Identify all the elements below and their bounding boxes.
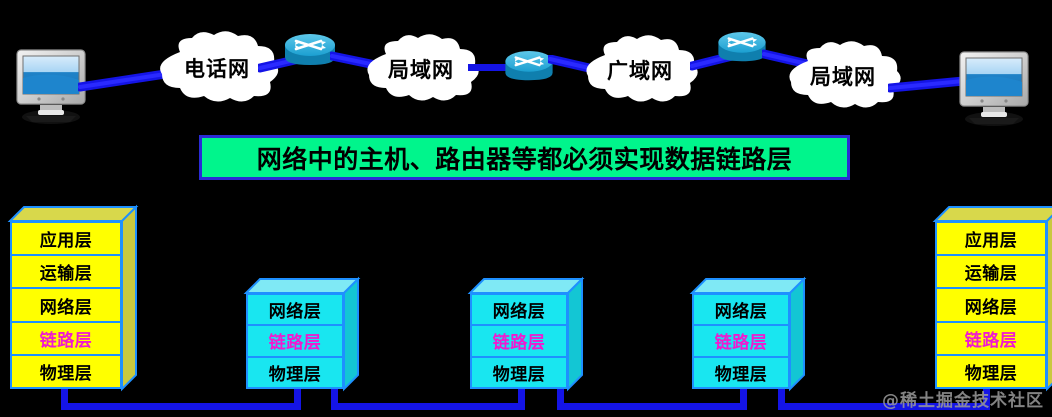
wire-drop-router-1-right <box>331 386 338 408</box>
wire-drop-router-3-right <box>778 386 785 408</box>
wire-bus-3 <box>557 403 747 410</box>
stack-host-left-face: 应用层 运输层 网络层 链路层 物理层 <box>10 221 122 389</box>
link-cloud-2-to-router-2 <box>468 64 524 71</box>
router-1-icon <box>283 33 337 69</box>
stack-router-3: 网络层 链路层 物理层 <box>689 276 807 392</box>
computer-icon <box>959 51 1029 126</box>
stack-router-1: 网络层 链路层 物理层 <box>243 276 361 392</box>
host-right-computer <box>957 50 1033 128</box>
stack-router-2: 网络层 链路层 物理层 <box>467 276 585 392</box>
layer-datalink: 链路层 <box>248 326 342 358</box>
layer-application: 应用层 <box>12 223 120 257</box>
stack-host-right: 应用层 运输层 网络层 链路层 物理层 <box>932 206 1052 392</box>
layer-physical: 物理层 <box>268 364 322 385</box>
router-3-icon <box>716 31 768 65</box>
layer-physical: 物理层 <box>714 364 768 385</box>
wire-drop-router-3 <box>740 386 747 408</box>
layer-datalink: 链路层 <box>472 326 566 358</box>
stack-host-right-face: 应用层 运输层 网络层 链路层 物理层 <box>935 221 1047 389</box>
cloud-4-label: 局域网 <box>810 65 876 89</box>
layer-network: 网络层 <box>12 289 120 323</box>
wire-drop-router-2 <box>518 386 525 408</box>
cloud-1-label: 电话网 <box>184 57 250 81</box>
statement-banner: 网络中的主机、路由器等都必须实现数据链路层 <box>199 135 850 180</box>
host-left-computer <box>14 48 90 126</box>
computer-icon <box>16 49 86 124</box>
router-2-icon <box>503 50 555 84</box>
layer-transport: 运输层 <box>12 256 120 290</box>
stack-router-2-face: 网络层 链路层 物理层 <box>470 293 568 389</box>
stack-3d-shading <box>243 276 361 392</box>
cloud-shape-icon <box>160 31 279 102</box>
wire-drop-host-left <box>61 386 68 408</box>
stack-3d-shading <box>932 206 1052 392</box>
statement-banner-text: 网络中的主机、路由器等都必须实现数据链路层 <box>256 144 793 174</box>
stack-3d-shading <box>689 276 807 392</box>
stack-host-left: 应用层 运输层 网络层 链路层 物理层 <box>7 204 139 392</box>
wire-bus-2 <box>331 403 525 410</box>
cloud-3-label: 广域网 <box>607 59 673 83</box>
layer-physical: 物理层 <box>492 364 546 385</box>
cloud-lan-1: 局域网 <box>358 33 484 105</box>
layer-network: 网络层 <box>694 295 788 327</box>
wire-drop-host-right <box>983 386 990 408</box>
stack-3d-shading <box>467 276 585 392</box>
site-watermark: @稀土掘金技术社区 <box>882 391 1044 411</box>
cloud-2-label: 局域网 <box>388 58 454 82</box>
layer-datalink: 链路层 <box>12 323 120 356</box>
wire-drop-router-2-right <box>557 386 564 408</box>
cloud-lan-2: 局域网 <box>780 40 906 112</box>
layer-application: 应用层 <box>937 223 1045 257</box>
stack-router-1-face: 网络层 链路层 物理层 <box>246 293 344 389</box>
cloud-shape-icon <box>586 35 698 102</box>
layer-physical: 物理层 <box>39 363 93 384</box>
router-icon <box>505 50 553 81</box>
wire-bus-1 <box>61 403 301 410</box>
cloud-telephone-network: 电话网 <box>150 30 284 106</box>
layer-datalink: 链路层 <box>694 326 788 358</box>
layer-datalink: 链路层 <box>937 323 1045 356</box>
stack-router-3-face: 网络层 链路层 物理层 <box>692 293 790 389</box>
cloud-wan: 广域网 <box>577 34 703 106</box>
link-host-left-to-cloud-1 <box>78 68 174 92</box>
layer-transport: 运输层 <box>937 256 1045 290</box>
wire-bus-4 <box>778 403 990 410</box>
layer-network: 网络层 <box>472 295 566 327</box>
router-icon <box>285 34 335 65</box>
layer-network: 网络层 <box>937 289 1045 323</box>
router-icon <box>718 31 766 62</box>
layer-physical: 物理层 <box>964 363 1018 384</box>
cloud-shape-icon <box>367 34 479 101</box>
stack-3d-shading <box>7 204 139 392</box>
layer-network: 网络层 <box>248 295 342 327</box>
cloud-shape-icon <box>789 41 901 108</box>
wire-drop-router-1 <box>294 386 301 408</box>
